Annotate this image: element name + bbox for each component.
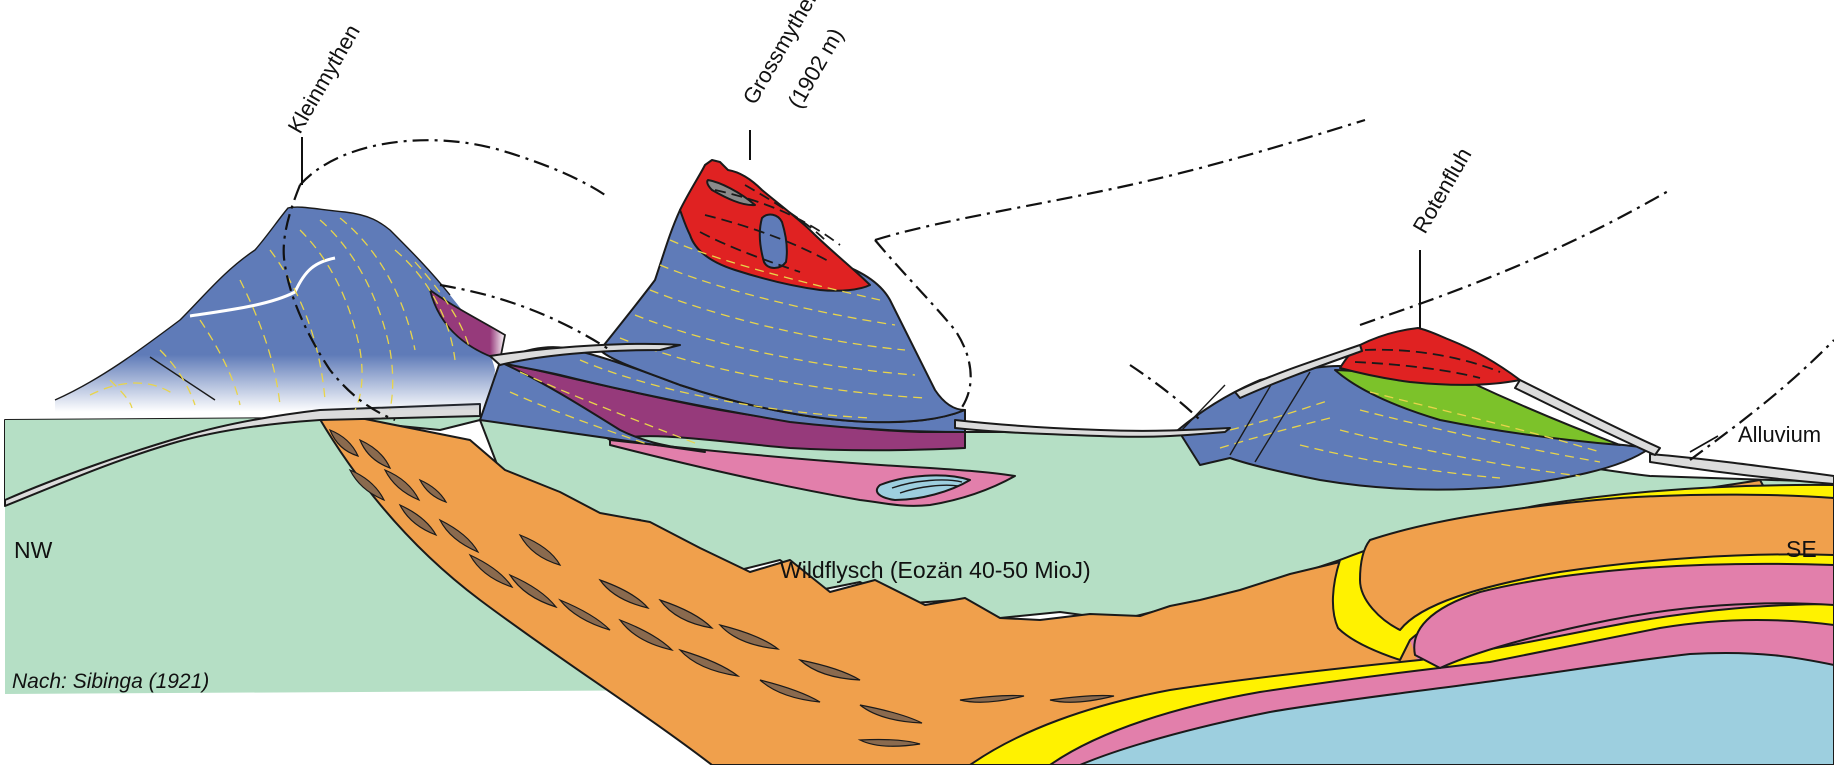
alluvium-top-cover	[489, 342, 681, 366]
kleinmythen-white-line	[189, 256, 336, 318]
kleinmythen-label: Kleinmythen	[283, 20, 365, 137]
alluvium-cover	[4, 403, 481, 507]
grossmythen-red-dashes	[699, 184, 841, 273]
rotenfluh-bedding	[1219, 391, 1601, 479]
nw-label: NW	[14, 537, 53, 563]
orange-core	[1359, 493, 1834, 631]
wildflysch-label: Wildflysch (Eozän 40-50 MioJ)	[780, 557, 1091, 583]
se-label: SE	[1786, 536, 1817, 562]
rotenfluh-label: Rotenfluh	[1408, 143, 1477, 237]
grossmythen-blue-window	[758, 213, 788, 269]
grossmythen-grey-lens	[706, 179, 756, 207]
grossmythen-blue-main	[599, 209, 966, 424]
kleinmythen-bedding	[89, 217, 471, 411]
kleinmythen-klippe	[55, 207, 495, 412]
alluvium-label: Alluvium	[1738, 422, 1821, 447]
alluvium-leader	[1689, 435, 1719, 453]
source-label: Nach: Sibinga (1921)	[12, 670, 209, 693]
alluvium-cover-right	[1649, 453, 1834, 485]
axial-trace-lines	[282, 118, 1834, 461]
lens-group	[328, 428, 1115, 747]
rotenfluh-dashes	[1354, 348, 1501, 379]
yellow-unit	[969, 603, 1834, 765]
pink-tongue	[1413, 562, 1834, 669]
rotenfluh-faults	[1179, 371, 1311, 463]
